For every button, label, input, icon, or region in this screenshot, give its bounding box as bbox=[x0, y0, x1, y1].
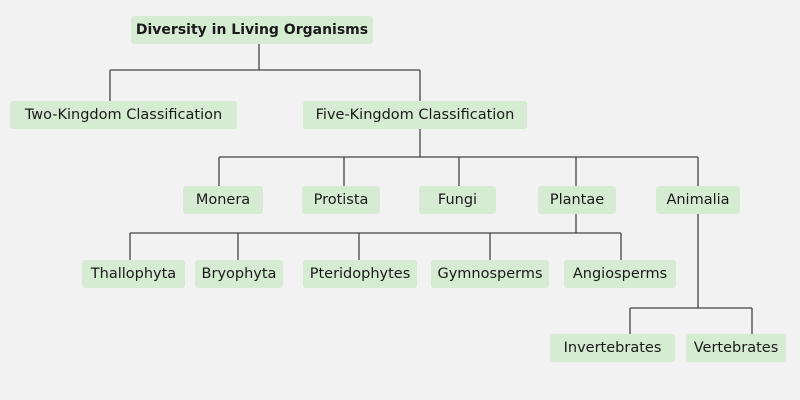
pteridophytes-node: Pteridophytes bbox=[303, 260, 417, 288]
five-kingdom-node: Five-Kingdom Classification bbox=[303, 101, 527, 129]
two-kingdom-node: Two-Kingdom Classification bbox=[10, 101, 237, 129]
gymnosperms-node: Gymnosperms bbox=[431, 260, 549, 288]
animalia-node: Animalia bbox=[656, 186, 740, 214]
protista-node: Protista bbox=[302, 186, 380, 214]
angiosperms-node: Angiosperms bbox=[564, 260, 676, 288]
root-node: Diversity in Living Organisms bbox=[131, 16, 373, 44]
fungi-node: Fungi bbox=[419, 186, 496, 214]
invertebrates-node: Invertebrates bbox=[550, 334, 675, 362]
vertebrates-node: Vertebrates bbox=[686, 334, 786, 362]
bryophyta-node: Bryophyta bbox=[195, 260, 283, 288]
plantae-node: Plantae bbox=[538, 186, 616, 214]
monera-node: Monera bbox=[183, 186, 263, 214]
thallophyta-node: Thallophyta bbox=[82, 260, 185, 288]
